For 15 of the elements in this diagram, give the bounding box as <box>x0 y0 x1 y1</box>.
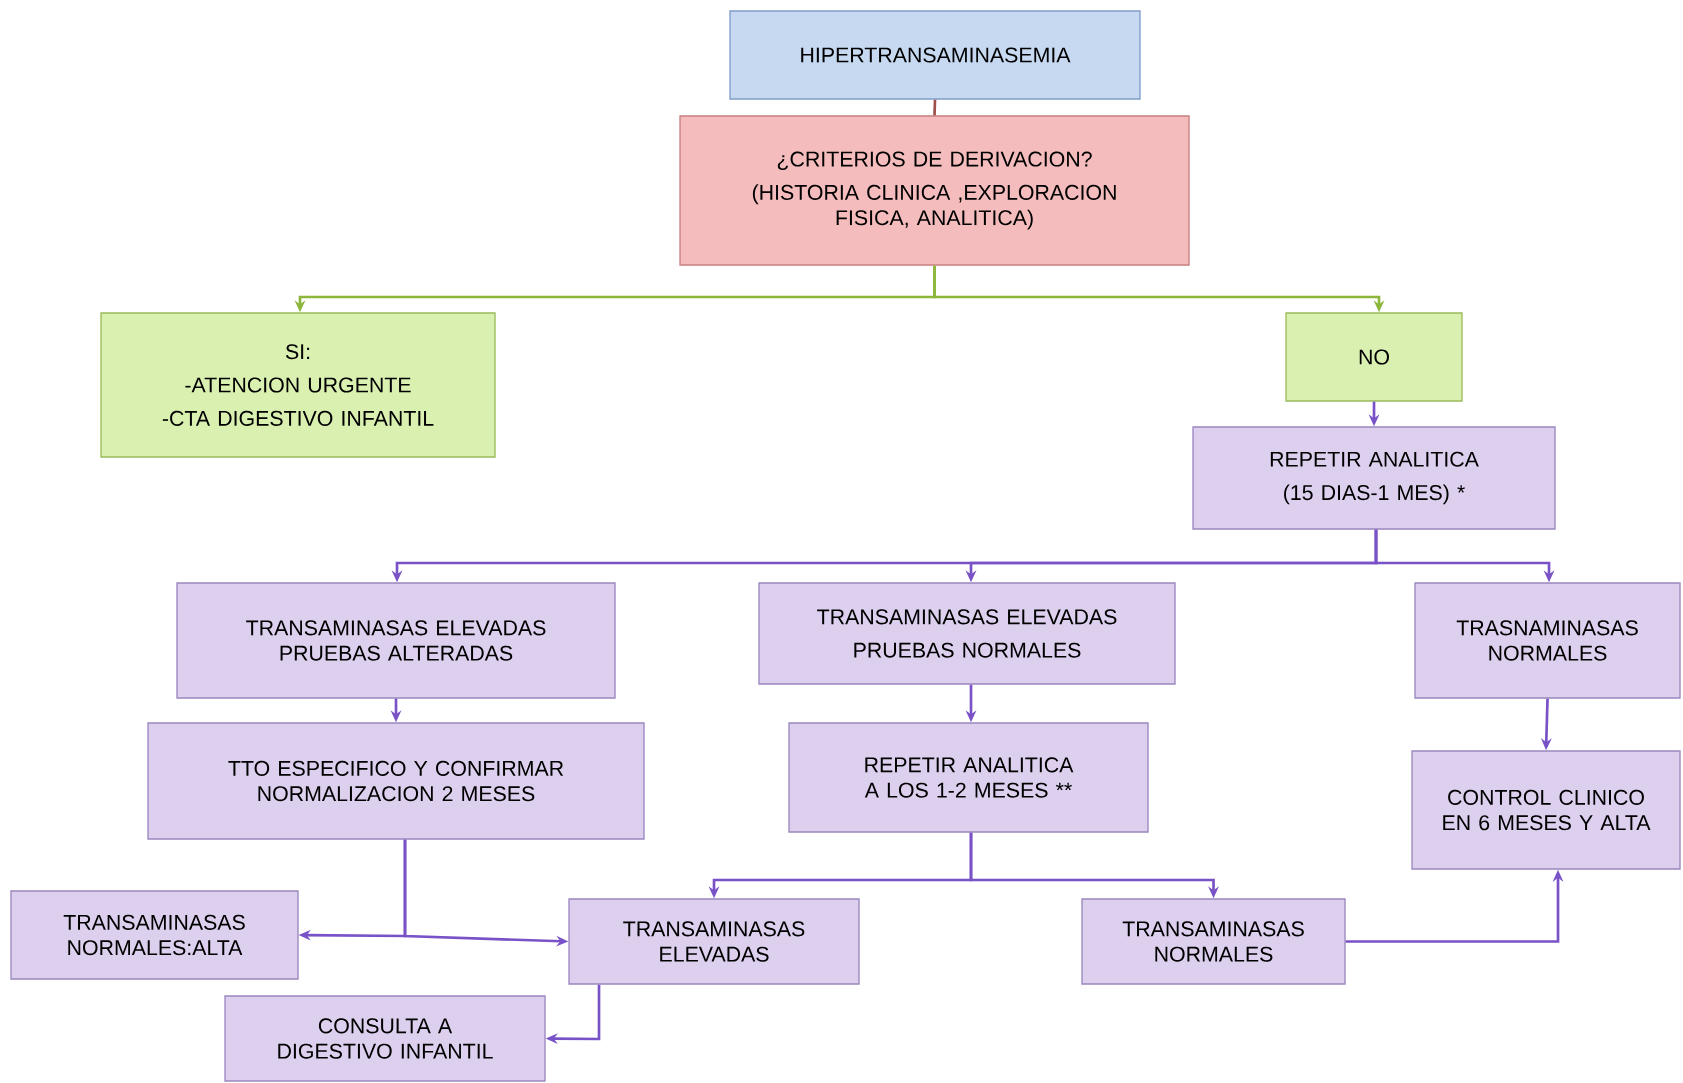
process-box: SI: -ATENCION URGENTE -CTA DIGESTIVO INFANTIL <box>100 312 496 458</box>
process-box: TTO ESPECIFICO Y CONFIRMAR NORMALIZACION 2 MESES <box>147 722 645 840</box>
process-box: TRANSAMINASAS ELEVADAS PRUEBAS ALTERADAS <box>176 582 616 699</box>
process-box: CONSULTA A DIGESTIVO INFANTIL <box>224 995 546 1082</box>
process-box: HIPERTRANSAMINASEMIA <box>729 10 1141 100</box>
process-box: TRANSAMINASAS NORMALES:ALTA <box>10 890 299 980</box>
process-box: TRANSAMINASAS ELEVADAS PRUEBAS NORMALES <box>758 582 1176 685</box>
process-box: TRANSAMINASAS NORMALES <box>1081 898 1346 985</box>
process-box: TRASNAMINASAS NORMALES <box>1414 582 1681 699</box>
process-box: TRANSAMINASAS ELEVADAS <box>568 898 860 985</box>
process-box: NO <box>1285 312 1463 402</box>
process-box: REPETIR ANALITICA (15 DIAS-1 MES) * <box>1192 426 1556 530</box>
process-box: ¿CRITERIOS DE DERIVACION? (HISTORIA CLINICA ,EXPLORACION FISICA, ANALITICA) <box>679 115 1190 266</box>
process-box: REPETIR ANALITICA A LOS 1-2 MESES ** <box>788 722 1149 833</box>
process-box: CONTROL CLINICO EN 6 MESES Y ALTA <box>1411 750 1681 870</box>
